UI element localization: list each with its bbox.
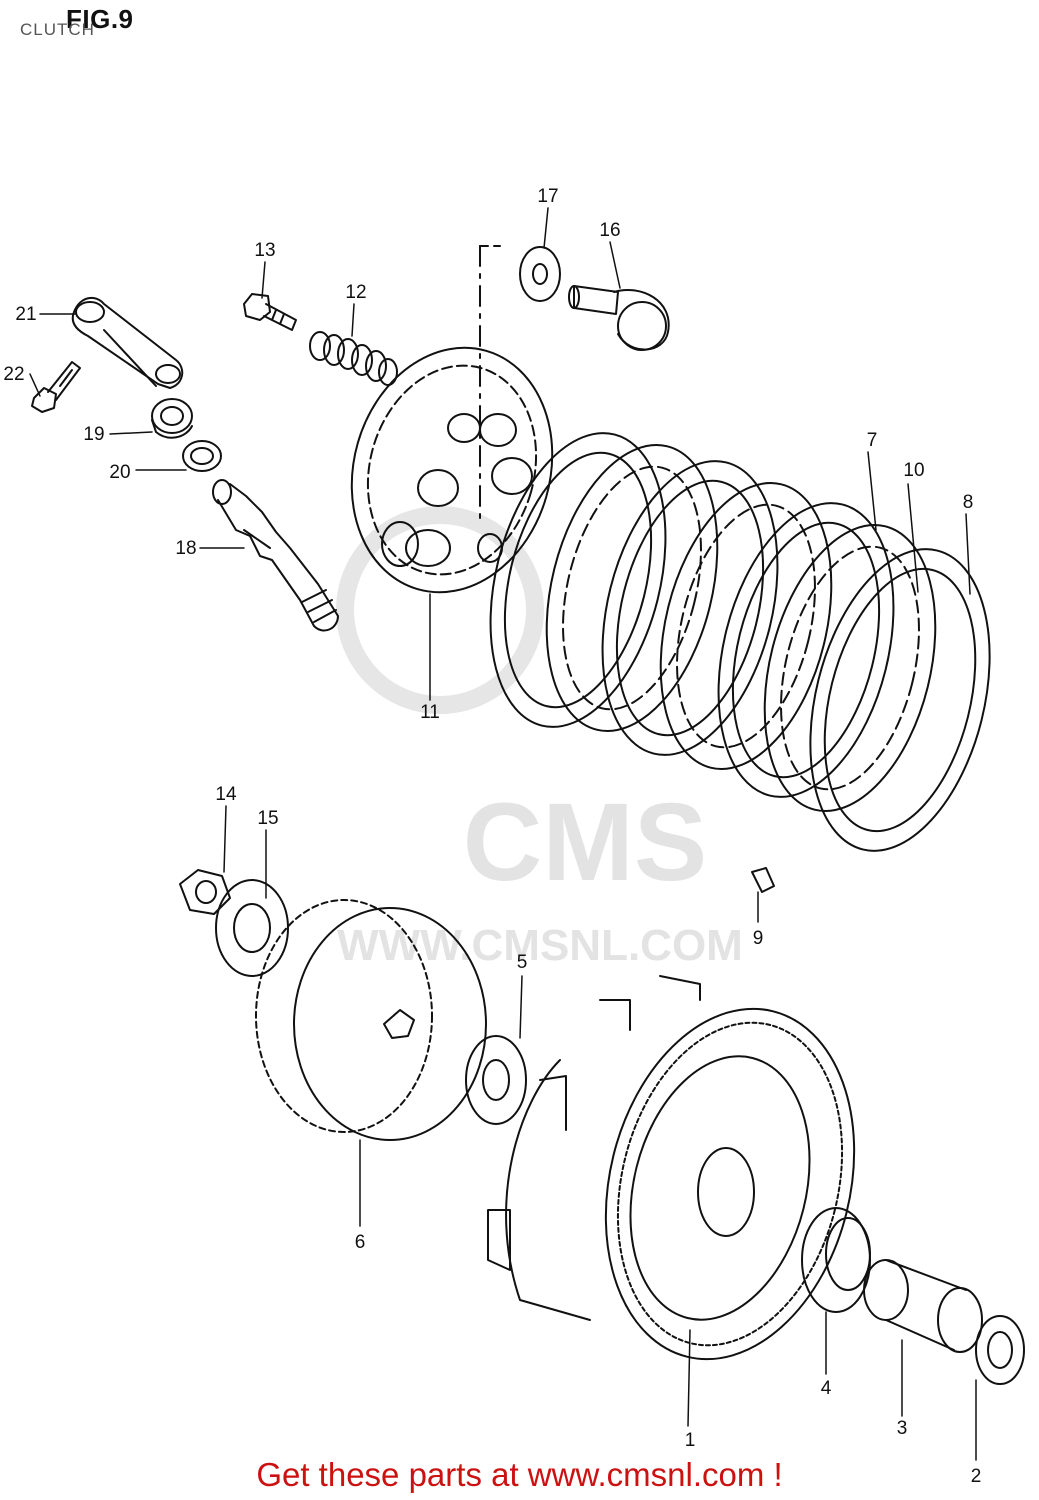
callout-17: 17 (537, 186, 558, 207)
callout-5: 5 (517, 952, 528, 973)
oil-seal-part-19 (151, 398, 193, 439)
leader-lines (29, 207, 977, 1461)
gear-part-4 (801, 1207, 871, 1313)
footer-link[interactable]: Get these parts at www.cmsnl.com ! (256, 1456, 783, 1493)
spacer-part-3 (863, 1259, 983, 1353)
figure-title: CLUTCH (20, 20, 95, 39)
callout-11: 11 (420, 702, 440, 723)
callout-12: 12 (345, 282, 366, 303)
callout-9: 9 (753, 928, 764, 949)
figure-number: FIG.9 (66, 4, 134, 34)
callout-14: 14 (215, 784, 237, 805)
o-ring-part-20 (182, 440, 222, 472)
callout-labels: 1 2 3 4 5 6 7 8 9 10 11 12 13 14 15 16 1… (3, 186, 981, 1487)
clutch-housing-part-1 (487, 975, 856, 1361)
callout-15: 15 (257, 808, 278, 829)
washer-part-2 (975, 1315, 1025, 1385)
release-arm-part-21 (71, 296, 184, 389)
release-shaft-part-18 (212, 479, 339, 632)
nut-part-14 (179, 869, 231, 915)
callout-1: 1 (685, 1430, 696, 1451)
clutch-plate-stack (489, 432, 991, 852)
watermark-brand: CMS (463, 781, 707, 904)
callout-22: 22 (3, 364, 24, 385)
clutch-hub-part-6 (255, 899, 487, 1141)
callout-6: 6 (355, 1232, 366, 1253)
key-part-9 (751, 867, 775, 893)
callout-16: 16 (599, 220, 620, 241)
callout-10: 10 (903, 460, 924, 481)
callout-3: 3 (897, 1418, 908, 1439)
callout-7: 7 (867, 430, 878, 451)
lock-washer-part-15 (215, 879, 289, 977)
callout-8: 8 (963, 492, 974, 513)
watermark-url: WWW.CMSNL.COM (337, 921, 743, 970)
spring-part-12 (309, 331, 398, 386)
watermark: CMS WWW.CMSNL.COM (336, 506, 743, 970)
callout-21: 21 (15, 304, 36, 325)
callout-13: 13 (254, 240, 275, 261)
pin-part-16 (568, 285, 670, 351)
bolt-part-13 (243, 293, 297, 331)
callout-2: 2 (971, 1466, 982, 1487)
washer-part-5 (465, 1035, 527, 1125)
callout-20: 20 (109, 462, 130, 483)
bolt-part-22 (31, 361, 81, 413)
callout-19: 19 (83, 424, 104, 445)
callout-18: 18 (175, 538, 196, 559)
callout-4: 4 (821, 1378, 832, 1399)
washer-part-17 (519, 246, 561, 302)
